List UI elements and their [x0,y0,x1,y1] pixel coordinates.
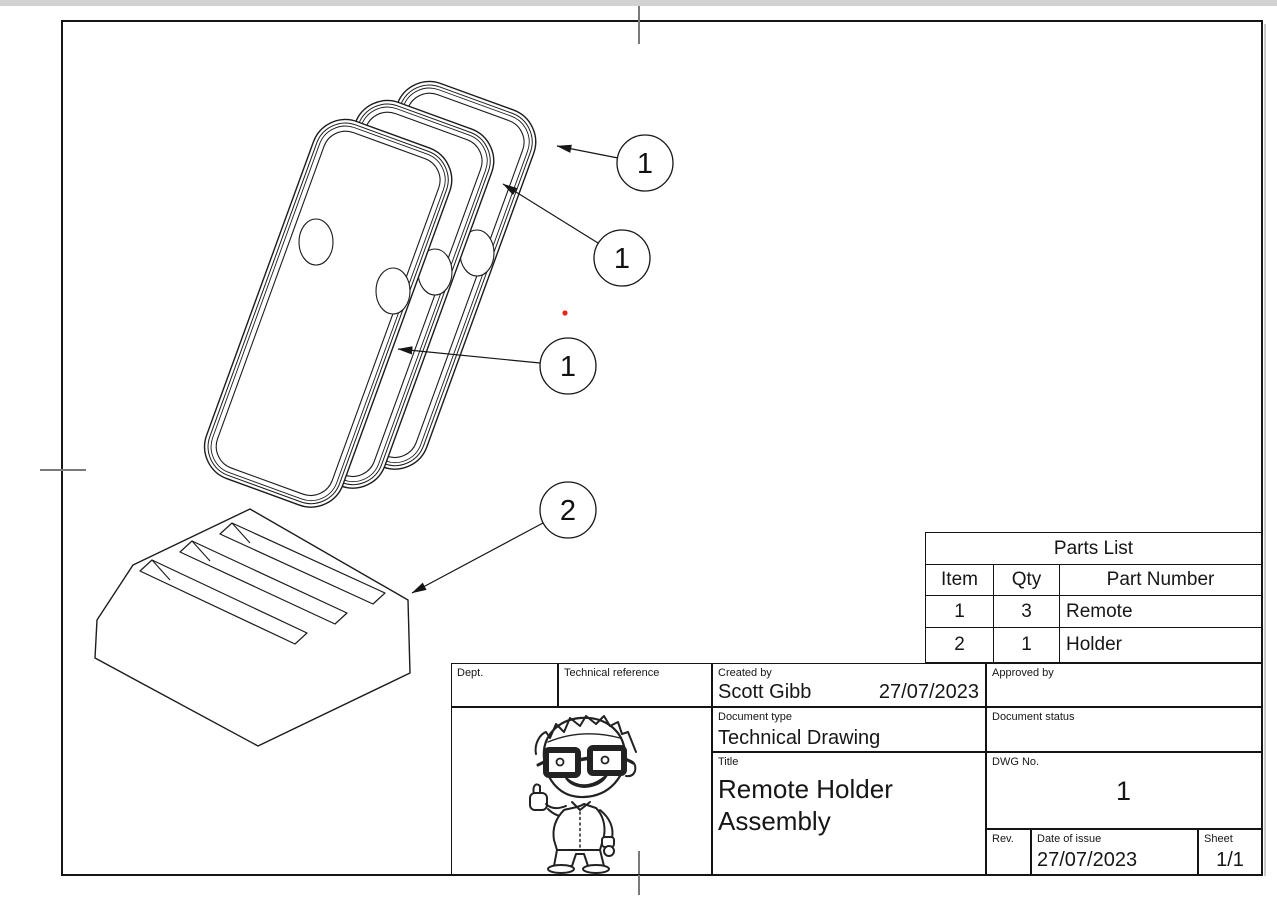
balloon-label: 1 [614,243,630,275]
sheet-cell: Sheet 1/1 [1198,829,1262,875]
balloon-label: 2 [560,495,576,527]
sheet-label: Sheet [1204,833,1233,845]
holder-part [94,508,411,747]
mascot-sketch [529,715,637,874]
holder-slot [139,559,308,645]
date-of-issue-label: Date of issue [1037,833,1102,845]
parts-list-title: Parts List [1053,537,1134,559]
column-header-item: Item [926,564,993,595]
date-of-issue-cell: Date of issue 27/07/2023 [1031,829,1198,875]
document-type-cell: Document type Technical Drawing [712,707,986,752]
sheet-frame [61,20,1263,876]
sheet-value: 1/1 [1216,849,1244,871]
table-cell-item: 2 [926,627,993,662]
title-label: Title [718,756,739,768]
remote-button [375,267,411,315]
technical-reference-label: Technical reference [564,667,660,679]
date-of-issue-value: 27/07/2023 [1037,849,1138,871]
dept-label: Dept. [457,667,484,679]
technical-reference-cell: Technical reference [558,663,712,707]
page-top-strip [0,0,1277,6]
approved-by-cell: Approved by [986,663,1262,707]
balloon-callout-4: 2 [539,481,597,539]
page-edge-shadow [1264,24,1266,876]
leader-line-4 [411,522,544,594]
created-by-label: Created by [718,667,772,679]
remote-front [203,118,453,508]
mascot-cell [451,707,712,875]
dwg-no-label: DWG No. [992,756,1040,768]
holder-slot [219,522,386,605]
holder-slot [179,540,348,625]
drawing-title-line1: Remote Holder [718,774,893,804]
created-by-name: Scott Gibb [718,681,812,703]
balloon-label: 1 [637,148,653,180]
created-by-date: 27/07/2023 [878,681,979,703]
document-status-cell: Document status [986,707,1262,752]
table-cell-part-number: Remote [1059,595,1261,627]
thumbs-up-hand [532,783,541,795]
drawing-title-line2: Assembly [718,806,831,836]
document-type-value: Technical Drawing [718,727,881,749]
balloon-callout-2: 1 [593,229,651,287]
balloon-callout-1: 1 [616,134,674,192]
title-cell: Title Remote Holder Assembly [712,752,986,875]
table-cell-part-number: Holder [1059,627,1261,662]
dwg-no-value: 1 [1115,776,1132,806]
document-type-label: Document type [718,711,792,723]
table-cell-qty: 3 [993,595,1059,627]
leader-line-2 [502,183,599,244]
glasses-icon [543,747,581,778]
balloon-label: 1 [560,351,576,383]
rev-label: Rev. [992,833,1014,845]
leader-line-3 [397,346,541,364]
remote-button [298,218,334,266]
red-dot-marker [562,310,568,316]
dwg-no-cell: DWG No. 1 [986,752,1262,829]
column-header-part-number: Part Number [1059,564,1261,595]
leader-line-1 [556,144,619,159]
rev-cell: Rev. [986,829,1031,875]
table-cell-qty: 1 [993,627,1059,662]
table-cell-item: 1 [926,595,993,627]
column-header-qty: Qty [993,564,1059,595]
parts-list-table: Parts List Item Qty Part Number 1 3 Remo… [925,532,1262,663]
balloon-callout-3: 1 [539,337,597,395]
title-block: Dept. Technical reference Created by Sco… [451,663,1262,875]
created-by-cell: Created by Scott Gibb 27/07/2023 [712,663,986,707]
document-status-label: Document status [992,711,1075,723]
dept-cell: Dept. [451,663,558,707]
approved-by-label: Approved by [992,667,1054,679]
